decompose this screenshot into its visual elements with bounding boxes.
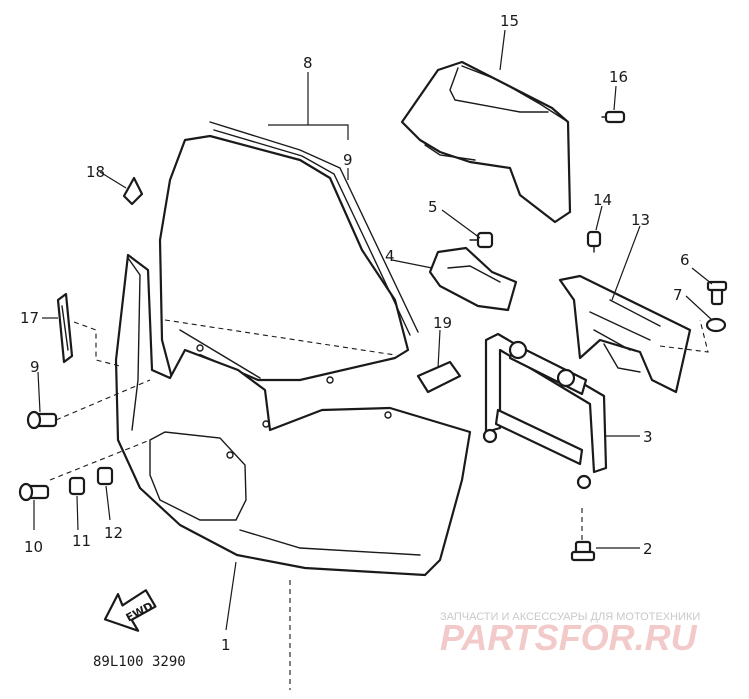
- grommet-part: [122, 176, 144, 206]
- side-strip-part: [56, 292, 74, 364]
- grommet-12: [96, 466, 114, 486]
- bolt-14: [586, 230, 602, 253]
- watermark-tagline: ЗАПЧАСТИ И АКСЕССУАРЫ ДЛЯ МОТОТЕХНИКИ: [440, 611, 700, 623]
- diagram-code: 89L100 3290: [93, 654, 186, 670]
- watermark-logo: PARTSFOR.RU: [440, 617, 698, 658]
- callout-5: 5: [428, 198, 438, 216]
- callout-8: 8: [303, 54, 313, 72]
- callout-14: 14: [593, 191, 612, 209]
- callout-12: 12: [104, 524, 123, 542]
- windscreen-part: [158, 121, 419, 382]
- washer-7: [705, 317, 727, 333]
- meter-bracket-part: [558, 274, 692, 394]
- bolt-6: [706, 280, 728, 306]
- bracket-pad-part: [428, 246, 518, 312]
- callout-4: 4: [385, 247, 395, 265]
- callout-6: 6: [680, 251, 690, 269]
- callout-17: 17: [20, 309, 39, 327]
- callout-3: 3: [643, 428, 653, 446]
- leader-lines: [33, 29, 713, 690]
- callout-10: 10: [24, 538, 43, 556]
- callout-9-upper: 9: [343, 151, 353, 169]
- stay-frame-part: [482, 332, 608, 490]
- label-part: [416, 360, 462, 394]
- callout-18: 18: [86, 163, 105, 181]
- callout-2: 2: [643, 540, 653, 558]
- callout-19: 19: [433, 314, 452, 332]
- bolt-10: [18, 482, 50, 502]
- bolt-16: [601, 110, 626, 124]
- forward-arrow-icon: FWD: [103, 589, 157, 632]
- callout-15: 15: [500, 12, 519, 30]
- callout-11: 11: [72, 532, 91, 550]
- headlight-cover-part: [400, 60, 572, 224]
- callout-13: 13: [631, 211, 650, 229]
- collar-11: [68, 476, 86, 496]
- callout-9-lower: 9: [30, 358, 40, 376]
- fairing-part: [114, 253, 472, 577]
- callout-1: 1: [221, 636, 231, 654]
- callout-7: 7: [673, 286, 683, 304]
- bolt-9-lower: [26, 410, 58, 430]
- bolt-2: [570, 540, 596, 562]
- callout-16: 16: [609, 68, 628, 86]
- bolt-5: [469, 231, 494, 249]
